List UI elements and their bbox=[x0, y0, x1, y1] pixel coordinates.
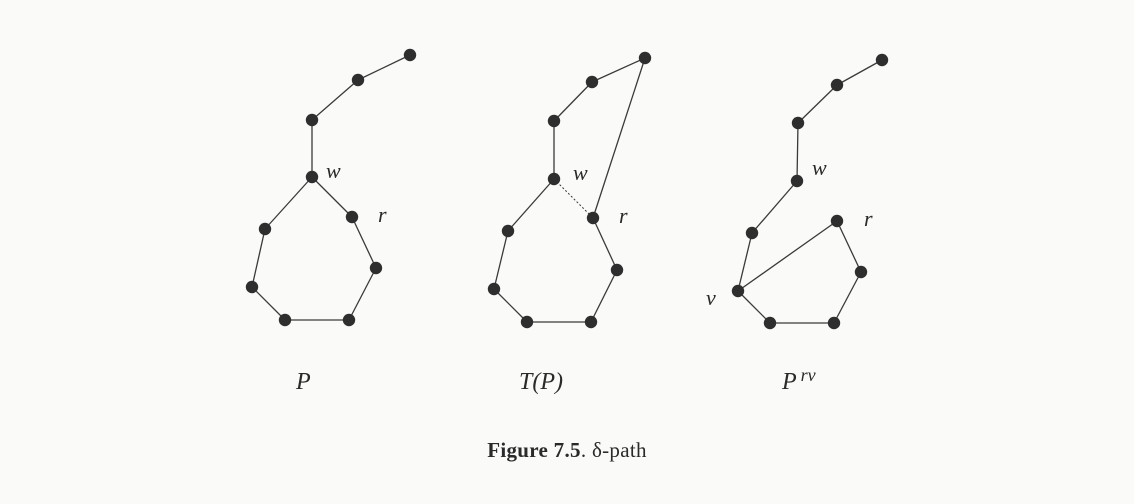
figure-number: Figure 7.5 bbox=[487, 438, 581, 462]
edge bbox=[797, 84, 838, 124]
vertex-node bbox=[830, 78, 844, 92]
vertex-node bbox=[731, 284, 745, 298]
edge bbox=[751, 180, 798, 234]
edge bbox=[493, 230, 509, 290]
vertex-label-w: w bbox=[326, 158, 341, 183]
edge bbox=[251, 286, 286, 321]
vertex-node bbox=[369, 261, 383, 275]
vertex-node bbox=[827, 316, 841, 330]
vertex-node bbox=[610, 263, 624, 277]
vertex-node bbox=[487, 282, 501, 296]
vertex-node bbox=[501, 224, 515, 238]
vertex-label-w: w bbox=[573, 160, 588, 185]
vertex-node bbox=[790, 174, 804, 188]
vertex-node bbox=[351, 73, 365, 87]
vertex-node bbox=[345, 210, 359, 224]
edge bbox=[251, 228, 266, 288]
edge bbox=[590, 269, 618, 323]
vertex-node bbox=[875, 53, 889, 67]
vertex-label-r: r bbox=[378, 202, 387, 227]
edge bbox=[737, 290, 771, 324]
edge bbox=[591, 57, 646, 83]
vertex-node bbox=[585, 75, 599, 89]
edge bbox=[592, 217, 618, 271]
vertex-label-r: r bbox=[619, 203, 628, 228]
vertex-node bbox=[278, 313, 292, 327]
edge bbox=[311, 176, 353, 218]
vertex-node bbox=[830, 214, 844, 228]
caption-title: δ-path bbox=[591, 438, 647, 462]
edge bbox=[493, 288, 528, 323]
vertex-node bbox=[854, 265, 868, 279]
edge bbox=[737, 232, 753, 292]
caption-separator: . bbox=[580, 438, 587, 462]
edge bbox=[737, 220, 838, 292]
vertex-node bbox=[520, 315, 534, 329]
vertex-node bbox=[342, 313, 356, 327]
figure-caption: Figure 7.5. δ-path bbox=[0, 438, 1134, 463]
edge bbox=[357, 54, 411, 81]
edge bbox=[507, 178, 555, 232]
vertex-node bbox=[584, 315, 598, 329]
graph-P-rv bbox=[731, 53, 889, 330]
vertex-node bbox=[403, 48, 417, 62]
graph-T-of-P bbox=[487, 51, 652, 329]
vertex-node bbox=[586, 211, 600, 225]
edge bbox=[348, 267, 377, 321]
vertex-node bbox=[547, 114, 561, 128]
vertex-label-w: w bbox=[812, 155, 827, 180]
edge bbox=[796, 122, 799, 182]
panel-label-T-of-P: T(P) bbox=[519, 369, 563, 395]
vertex-node bbox=[258, 222, 272, 236]
edge bbox=[311, 79, 359, 121]
vertex-node bbox=[745, 226, 759, 240]
edge bbox=[833, 271, 862, 324]
panel-label-P: P bbox=[295, 369, 311, 395]
edge bbox=[836, 59, 883, 86]
vertex-node bbox=[763, 316, 777, 330]
edge bbox=[592, 57, 646, 219]
dashed-edge bbox=[553, 178, 594, 219]
vertex-node bbox=[547, 172, 561, 186]
panel-label-superscript: rv bbox=[801, 365, 816, 385]
edge bbox=[351, 216, 377, 269]
vertex-node bbox=[305, 113, 319, 127]
edge bbox=[553, 81, 593, 122]
edge bbox=[264, 176, 313, 230]
graph-P bbox=[245, 48, 417, 327]
vertex-node bbox=[245, 280, 259, 294]
vertex-label-r: r bbox=[864, 206, 873, 231]
panel-label-P-rv: P rv bbox=[781, 365, 816, 395]
vertex-node bbox=[791, 116, 805, 130]
vertex-node bbox=[638, 51, 652, 65]
panel-label-main: P bbox=[781, 369, 797, 395]
vertex-node bbox=[305, 170, 319, 184]
edge bbox=[836, 220, 862, 273]
vertex-label-v: v bbox=[706, 285, 716, 310]
